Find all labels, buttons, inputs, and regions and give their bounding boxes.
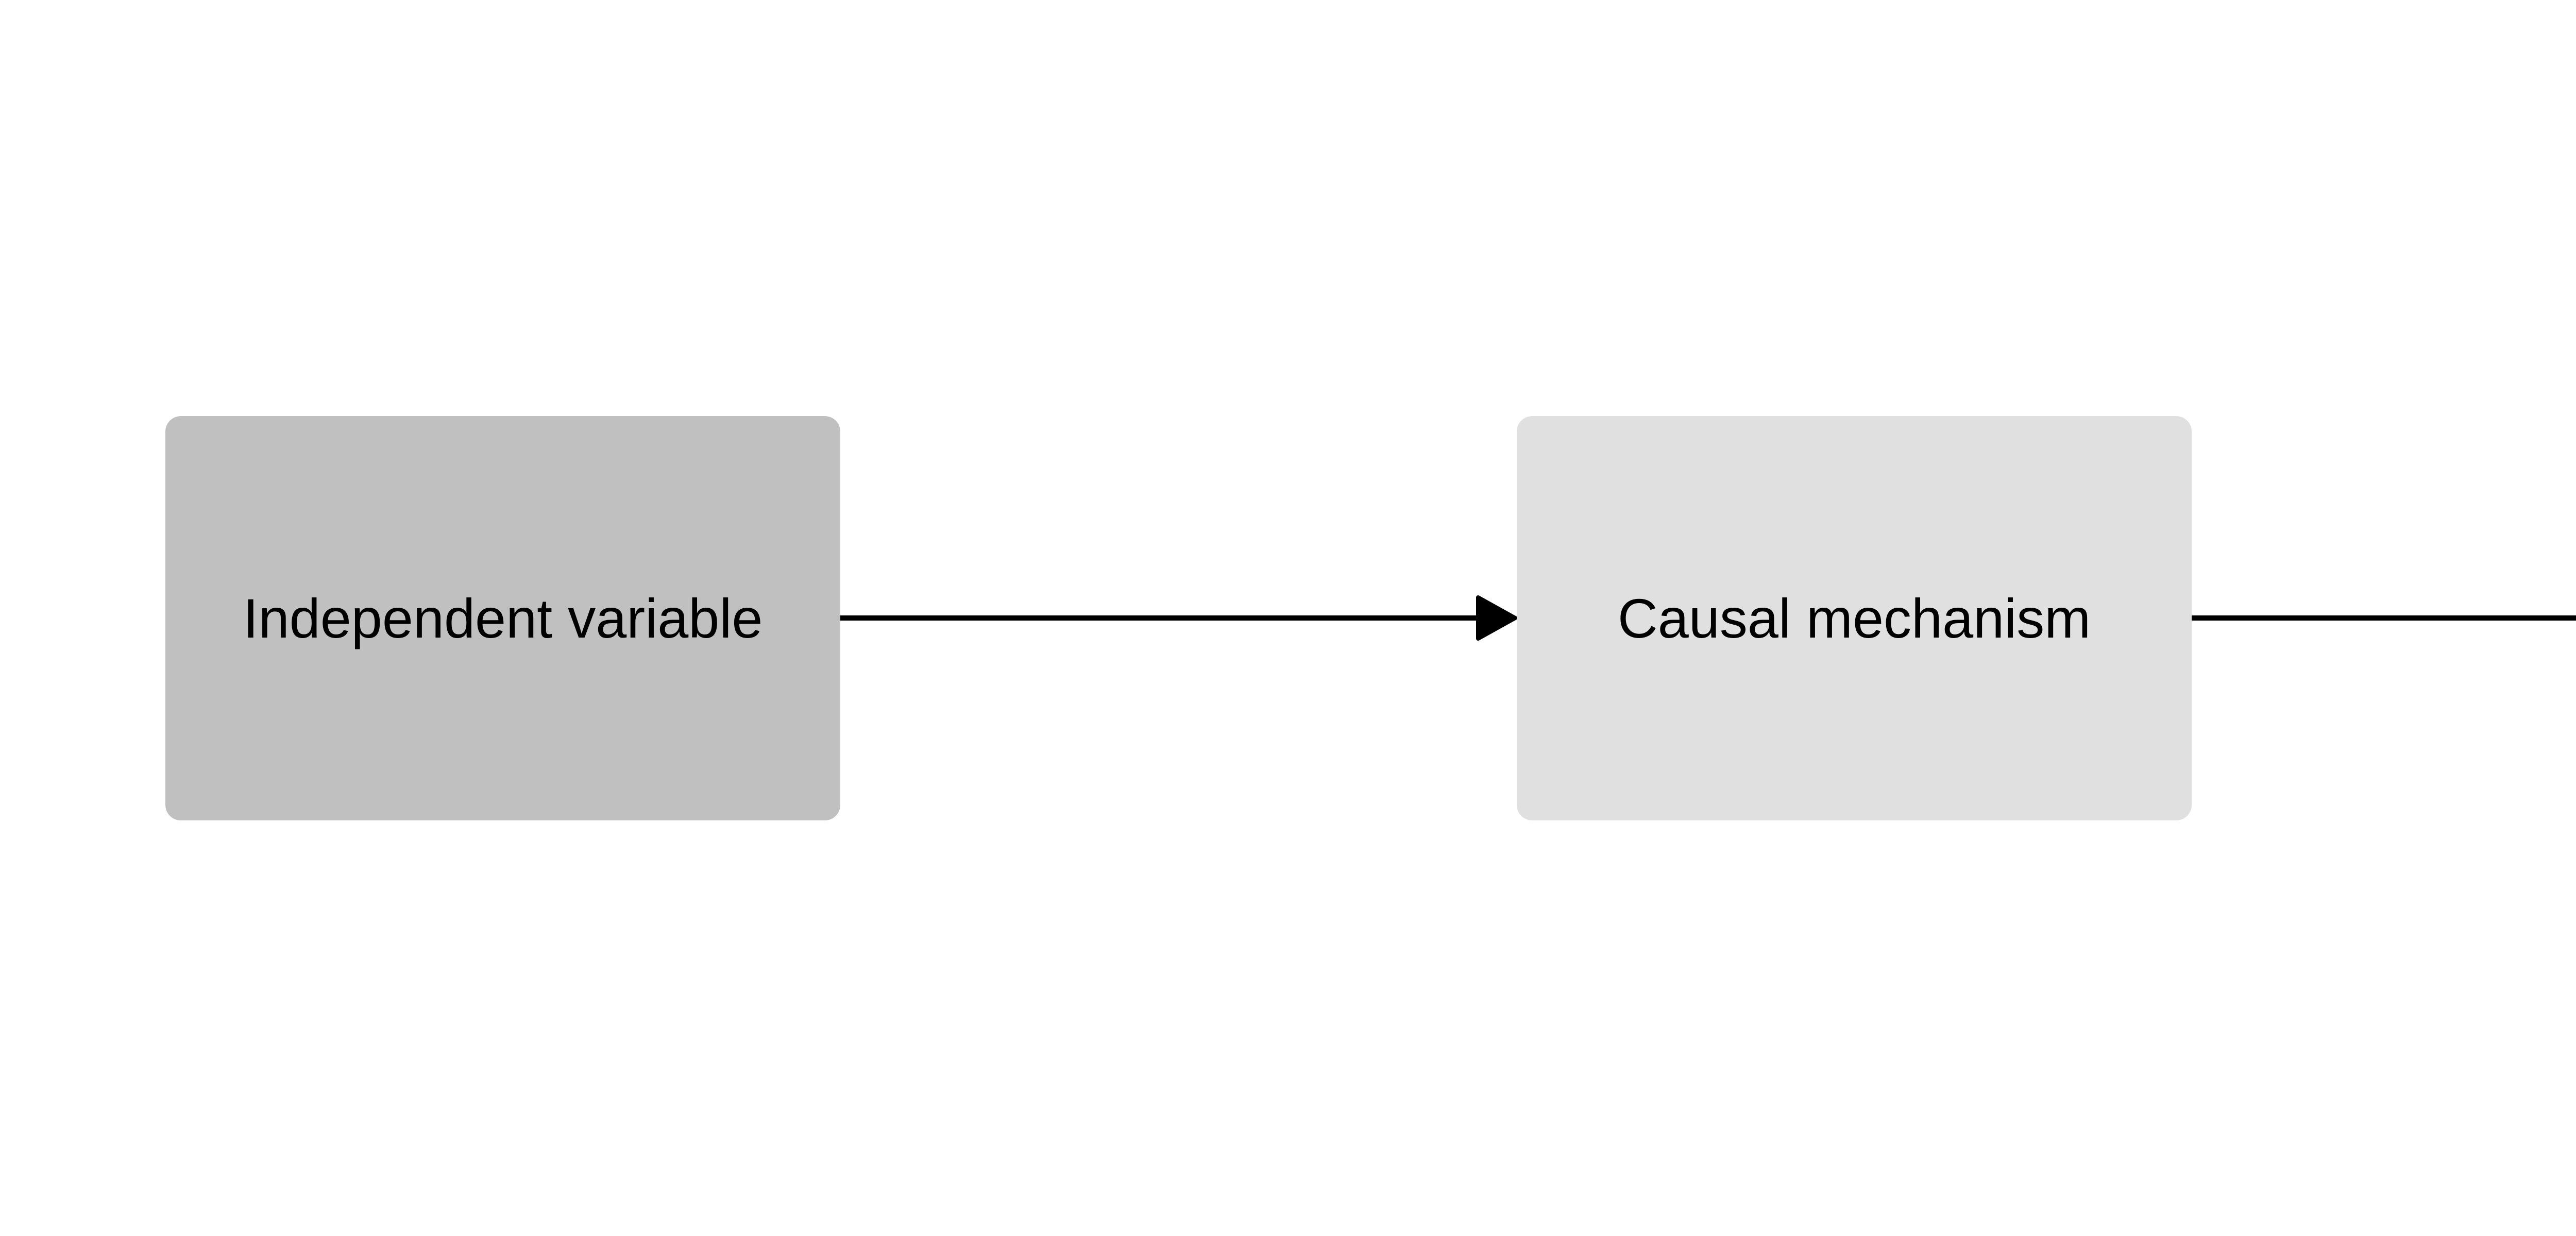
node-causal-mechanism: Causal mechanism xyxy=(1517,416,2192,820)
node-causal-mechanism-label: Causal mechanism xyxy=(1617,587,2091,649)
arrow-independent-to-mechanism-icon xyxy=(840,595,1517,641)
node-independent-variable-label: Independent variable xyxy=(243,587,763,649)
node-independent-variable: Independent variable xyxy=(165,416,840,820)
arrow-mechanism-to-dependent-icon xyxy=(2192,615,2576,621)
